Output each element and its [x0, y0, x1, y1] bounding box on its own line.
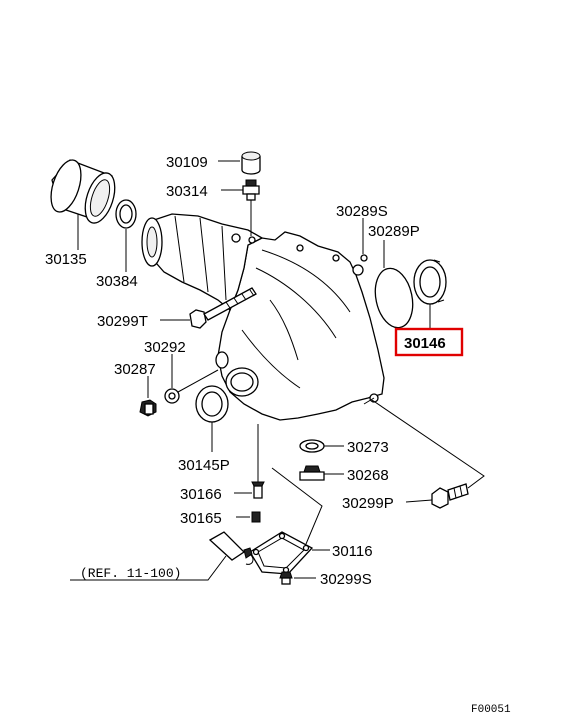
assembly-line-30299P — [371, 399, 485, 489]
part-30146-seal[interactable] — [413, 259, 447, 305]
part-30292-washer[interactable] — [164, 388, 180, 404]
label-30299S: 30299S — [320, 571, 372, 588]
label-30299T: 30299T — [97, 313, 148, 330]
label-30268: 30268 — [347, 467, 389, 484]
label-30292: 30292 — [144, 339, 186, 356]
label-30166: 30166 — [180, 486, 222, 503]
label-30289S: 30289S — [336, 203, 388, 220]
figure-code: F00051 — [471, 704, 511, 716]
label-30109: 30109 — [166, 154, 208, 171]
leader-30299P — [405, 499, 433, 503]
part-30289P-oring[interactable] — [370, 265, 418, 331]
part-30273-gasket[interactable] — [299, 439, 325, 453]
label-30299P: 30299P — [342, 495, 394, 512]
label-30384: 30384 — [96, 273, 138, 290]
part-30287-plug[interactable] — [139, 399, 157, 417]
label-30116: 30116 — [332, 543, 373, 560]
label-30165: 30165 — [180, 510, 222, 527]
label-30145P: 30145P — [178, 457, 230, 474]
highlight-box-30146 — [394, 327, 464, 357]
housing — [141, 213, 385, 421]
part-30145P-seal[interactable] — [195, 385, 229, 423]
part-30135-sleeve[interactable] — [45, 156, 120, 226]
label-30146: 30146 — [404, 335, 446, 352]
leader-reference — [70, 555, 227, 581]
part-30384-seal[interactable] — [115, 199, 137, 229]
assembly-line-30116 — [271, 467, 323, 545]
assembly-line-stub — [363, 397, 375, 405]
sealant-tube — [208, 531, 254, 565]
part-30289S[interactable] — [360, 254, 368, 262]
part-30268-plug[interactable] — [299, 465, 325, 481]
part-30109-plug[interactable] — [241, 151, 261, 175]
part-30165-cap[interactable] — [251, 511, 261, 523]
part-30314-bolt[interactable] — [242, 179, 260, 201]
label-30287: 30287 — [114, 361, 156, 378]
part-30166-breather[interactable] — [251, 481, 265, 499]
label-30273: 30273 — [347, 439, 389, 456]
label-30289P: 30289P — [368, 223, 420, 240]
reference-label: (REF. 11-100) — [80, 566, 181, 581]
leader-30292-link — [177, 369, 219, 393]
part-30299P-bolt[interactable] — [431, 483, 469, 509]
part-30299T-bolt[interactable] — [189, 287, 257, 329]
part-30116-cover[interactable] — [249, 531, 314, 575]
part-30299S-bolt[interactable] — [279, 571, 293, 585]
label-30314: 30314 — [166, 183, 208, 200]
label-30135: 30135 — [45, 251, 87, 268]
